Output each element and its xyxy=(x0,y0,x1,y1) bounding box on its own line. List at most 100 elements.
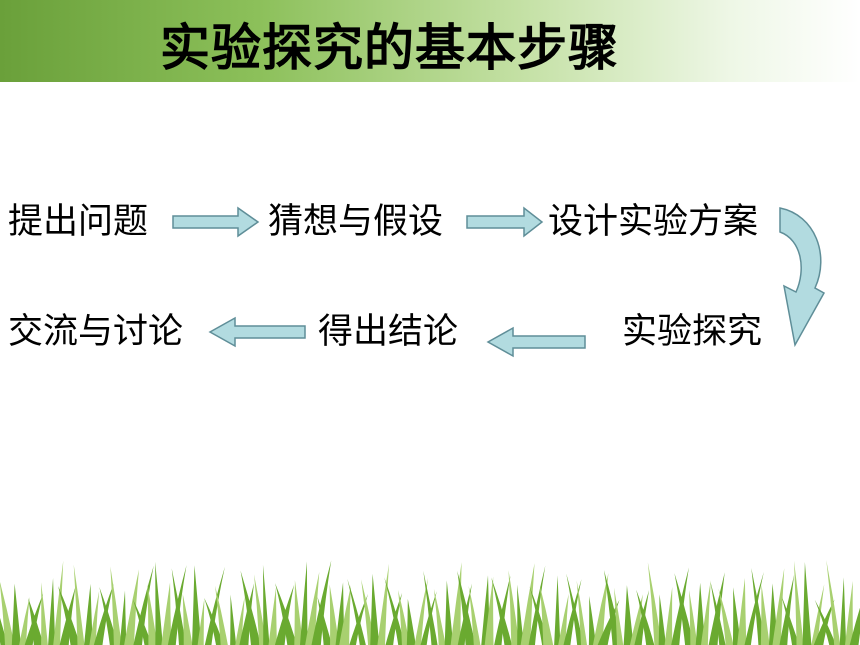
grass-blade xyxy=(539,585,554,645)
grass-blade xyxy=(99,587,118,645)
grass-blade xyxy=(558,593,569,645)
step-experiment: 实验探究 xyxy=(622,312,763,352)
grass-blade xyxy=(191,565,202,645)
grass-blade xyxy=(58,585,81,645)
grass-blade xyxy=(647,562,662,645)
grass-blade xyxy=(294,580,304,645)
grass-blade xyxy=(845,581,854,645)
grass-blade xyxy=(566,573,584,645)
grass-blade xyxy=(414,577,429,645)
arrow-left-2 xyxy=(208,316,306,348)
grass-blade xyxy=(347,578,366,645)
grass-blade xyxy=(0,582,15,645)
grass-blade xyxy=(377,563,390,645)
grass-blade xyxy=(171,568,187,645)
grass-blade xyxy=(700,580,711,645)
step-ask-question: 提出问题 xyxy=(8,202,149,242)
grass-blade xyxy=(311,560,332,645)
grass-blade xyxy=(262,564,270,645)
grass-blade xyxy=(629,594,643,645)
grass-blade xyxy=(370,573,380,645)
grass-blade xyxy=(420,591,437,645)
grass-blade xyxy=(520,563,535,645)
grass-blade xyxy=(275,583,297,645)
grass-blade xyxy=(317,596,332,645)
grass-blade xyxy=(406,598,416,645)
grass-blade xyxy=(658,594,666,645)
arrow-right-2 xyxy=(466,206,544,238)
grass-blade xyxy=(491,577,513,645)
grass-blade xyxy=(84,583,93,645)
page-title: 实验探究的基本步骤 xyxy=(160,19,619,77)
grass-blade xyxy=(329,584,340,645)
grass-blade xyxy=(119,590,127,645)
grass-blade xyxy=(28,597,44,645)
step-conclusion: 得出结论 xyxy=(318,312,459,352)
grass-blade xyxy=(802,562,812,645)
grass-blade xyxy=(423,570,438,645)
grass-blade xyxy=(849,607,860,645)
grass-blade xyxy=(182,593,193,645)
grass-blade xyxy=(240,570,261,645)
step-hypothesis: 猜想与假设 xyxy=(268,202,444,242)
grass-blade xyxy=(588,596,597,645)
grass-blade xyxy=(563,579,582,645)
grass-blade xyxy=(664,586,673,645)
step-design-plan: 设计实验方案 xyxy=(548,202,759,242)
grass-blade xyxy=(339,585,351,645)
grass-blade xyxy=(634,590,650,645)
grass-blade xyxy=(781,596,799,645)
grass-blade xyxy=(760,584,770,645)
grass-blade xyxy=(674,573,695,645)
grass-blade xyxy=(197,598,205,645)
title-band xyxy=(0,0,860,82)
grass-blade xyxy=(811,584,825,645)
grass-blade xyxy=(517,584,524,645)
grass-blade xyxy=(239,583,254,645)
grass-blade xyxy=(230,594,237,645)
grass-blade xyxy=(468,585,481,645)
grass-blade xyxy=(204,566,225,645)
arrow-curve-down xyxy=(779,207,826,348)
grass-blade xyxy=(528,565,546,645)
grass-blade xyxy=(48,577,56,645)
grass-blade xyxy=(155,561,163,645)
grass-blade xyxy=(695,582,706,645)
grass-blade xyxy=(508,570,520,645)
grass-blade xyxy=(204,597,224,645)
grass-blade xyxy=(576,580,588,645)
grass-blade xyxy=(41,582,48,645)
grass-blade xyxy=(161,582,172,645)
grass-blade xyxy=(19,596,30,645)
grass-blade xyxy=(433,588,446,645)
grass-blade xyxy=(133,565,154,645)
grass-blade xyxy=(11,583,21,645)
grass-blade xyxy=(457,571,476,645)
grass-decoration xyxy=(0,560,860,645)
grass-blade xyxy=(484,576,494,645)
grass-blade xyxy=(554,575,561,645)
grass-blade xyxy=(614,587,624,645)
step-discussion: 交流与讨论 xyxy=(8,312,184,352)
grass-blade xyxy=(73,564,85,645)
grass-blade xyxy=(793,560,804,645)
grass-blade xyxy=(772,568,785,645)
grass-blade xyxy=(384,577,405,645)
grass-blade xyxy=(110,566,122,645)
grass-blade xyxy=(444,580,454,645)
grass-blade xyxy=(305,571,320,645)
grass-blade xyxy=(826,560,841,645)
grass-blade xyxy=(689,589,698,645)
grass-blade xyxy=(89,591,100,645)
grass-blade xyxy=(450,562,462,645)
grass-blade xyxy=(623,585,634,645)
grass-blade xyxy=(839,577,847,645)
grass-blade xyxy=(710,581,726,645)
grass-blade xyxy=(268,587,277,645)
grass-blade xyxy=(398,589,410,645)
grass-blade xyxy=(592,573,609,645)
grass-blade xyxy=(215,585,228,645)
grass-blade xyxy=(147,584,158,645)
grass-blade xyxy=(718,588,734,645)
